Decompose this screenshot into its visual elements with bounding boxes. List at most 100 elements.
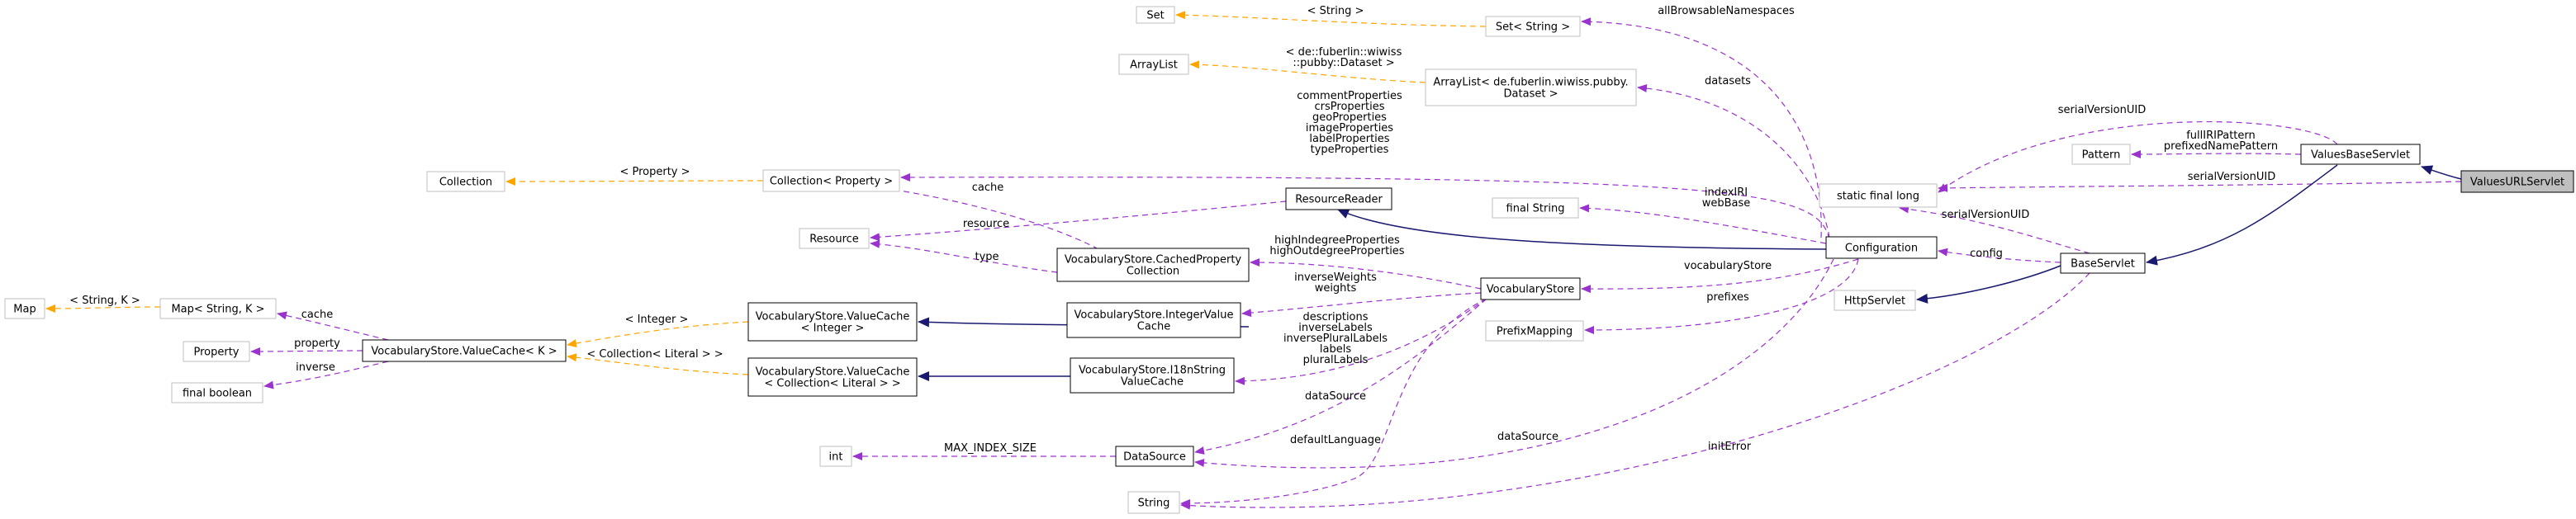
class-node-values-base-servlet[interactable]: ValuesBaseServlet — [2300, 144, 2421, 165]
edge-label: vocabularyStore — [1684, 260, 1772, 272]
class-node-arraylist[interactable]: ArrayList — [1118, 54, 1189, 75]
class-node-value-cache-k[interactable]: VocabularyStore.ValueCache< K > — [362, 339, 567, 362]
edge-label-line: initError — [1708, 441, 1752, 453]
class-node-static-final-long[interactable]: static final long — [1819, 183, 1938, 208]
edge-label: config — [1970, 248, 2003, 260]
node-box — [1056, 248, 1250, 282]
class-node-base-servlet[interactable]: BaseServlet — [2060, 252, 2146, 274]
node-box — [2060, 252, 2146, 274]
node-label-line: < Integer > — [801, 323, 865, 335]
class-node-data-source[interactable]: DataSource — [1115, 446, 1194, 467]
node-label: ResourceReader — [1295, 194, 1383, 206]
node-label-line: VocabularyStore.I18nString — [1079, 365, 1226, 377]
node-label-line: ResourceReader — [1295, 194, 1383, 206]
edge-label-line: webBase — [1702, 197, 1751, 210]
class-node-collection-property[interactable]: Collection< Property > — [762, 169, 900, 192]
node-box — [1834, 290, 1916, 311]
usage-edge — [263, 361, 389, 389]
template-edge — [505, 177, 764, 186]
edge-label: < String, K > — [69, 295, 140, 307]
node-label-line: final String — [1506, 203, 1565, 215]
inheritance-edge — [1916, 265, 2061, 304]
inheritance-edge — [2146, 164, 2338, 266]
node-box — [171, 382, 263, 403]
edge-label: < String > — [1307, 5, 1364, 17]
edge-label-line: vocabularyStore — [1684, 260, 1772, 272]
node-box — [2071, 144, 2131, 165]
class-node-collection[interactable]: Collection — [426, 171, 505, 192]
class-node-string[interactable]: String — [1127, 491, 1180, 514]
edge-label: serialVersionUID — [2188, 171, 2275, 183]
edge-label-line: inverseLabels — [1298, 322, 1373, 334]
class-node-http-servlet[interactable]: HttpServlet — [1834, 290, 1916, 311]
template-edge — [567, 353, 749, 375]
edge-label-line: crsProperties — [1315, 101, 1385, 113]
edge-label-line: labelProperties — [1309, 133, 1389, 145]
usage-edge — [1584, 258, 1859, 334]
node-box — [1485, 320, 1584, 342]
edge-label: cache — [301, 309, 334, 321]
edge-label: MAX_INDEX_SIZE — [944, 442, 1037, 455]
class-node-map-string-k[interactable]: Map< String, K > — [159, 298, 277, 319]
edge-label-line: typeProperties — [1311, 144, 1389, 156]
edge-label-line: highOutdegreeProperties — [1269, 245, 1404, 257]
node-box — [1492, 197, 1579, 219]
class-node-vocabulary-store[interactable]: VocabularyStore — [1480, 277, 1581, 300]
class-node-final-boolean[interactable]: final boolean — [171, 382, 263, 403]
node-box — [799, 228, 870, 249]
class-node-configuration[interactable]: Configuration — [1825, 236, 1938, 259]
node-box — [1070, 357, 1235, 394]
node-label-line: static final long — [1837, 191, 1919, 203]
usage-edge — [1579, 204, 1827, 244]
edge-label: < Property > — [619, 166, 690, 178]
node-box — [819, 446, 852, 467]
node-label: static final long — [1837, 191, 1919, 203]
class-node-arraylist-dataset[interactable]: ArrayList< de.fuberlin.wiwiss.pubby.Data… — [1425, 68, 1637, 106]
node-label: final boolean — [183, 388, 252, 400]
edge-label-line: < Integer > — [625, 314, 689, 326]
node-label: VocabularyStore — [1487, 284, 1574, 296]
node-label-line: Map — [13, 304, 36, 316]
node-label-line: Cache — [1137, 321, 1170, 333]
node-label-line: ValuesURLServlet — [2470, 177, 2564, 189]
node-label: final String — [1506, 203, 1565, 215]
inheritance-edge — [1337, 209, 1827, 250]
class-node-resource-reader[interactable]: ResourceReader — [1285, 187, 1392, 210]
class-node-int[interactable]: int — [819, 446, 852, 467]
class-node-value-cache-integer[interactable]: VocabularyStore.ValueCache< Integer > — [747, 302, 918, 342]
node-box — [1136, 6, 1175, 24]
class-node-set-string[interactable]: Set< String > — [1485, 16, 1581, 37]
class-node-values-url-servlet[interactable]: ValuesURLServlet — [2460, 170, 2574, 193]
edge-label: dataSource — [1497, 431, 1558, 443]
class-node-resource[interactable]: Resource — [799, 228, 870, 249]
class-node-set[interactable]: Set — [1136, 6, 1175, 24]
edge-label-line: serialVersionUID — [2058, 104, 2146, 116]
class-node-value-cache-collection-literal[interactable]: VocabularyStore.ValueCache< Collection< … — [747, 357, 918, 397]
node-box — [1118, 54, 1189, 75]
node-label-line: ValuesBaseServlet — [2311, 149, 2410, 162]
class-node-pattern[interactable]: Pattern — [2071, 144, 2131, 165]
edge-label-line: geoProperties — [1312, 111, 1387, 124]
edge-label: < Collection< Literal > > — [586, 348, 723, 361]
class-node-final-string[interactable]: final String — [1492, 197, 1579, 219]
class-node-prefix-mapping[interactable]: PrefixMapping — [1485, 320, 1584, 342]
node-label-line: VocabularyStore.ValueCache< K > — [371, 346, 557, 358]
node-label: VocabularyStore.ValueCache< K > — [371, 346, 557, 358]
edge-label-line: labels — [1320, 343, 1351, 356]
edge-label: defaultLanguage — [1290, 434, 1381, 446]
edge-label: datasets — [1705, 75, 1751, 87]
class-node-map[interactable]: Map — [4, 298, 45, 319]
node-box — [1127, 491, 1180, 514]
edge-label-line: resource — [963, 218, 1009, 230]
edge-label: < Integer > — [625, 314, 689, 326]
node-label: ArrayList — [1130, 59, 1178, 72]
class-node-property[interactable]: Property — [183, 341, 250, 362]
